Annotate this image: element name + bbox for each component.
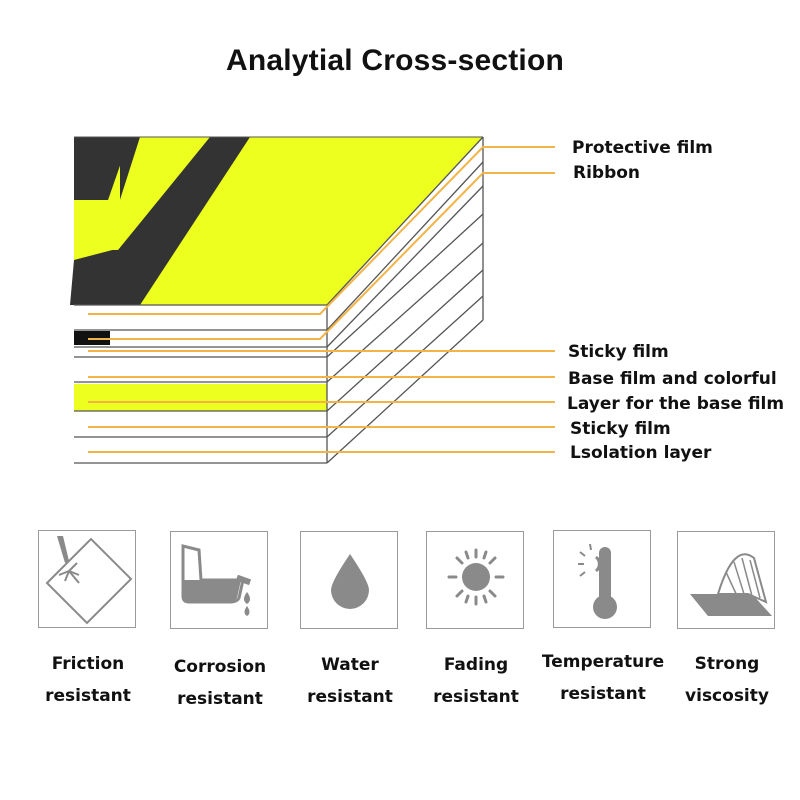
feature-label-line1: Corrosion	[173, 657, 267, 677]
label-base-layer: Layer for the base film	[567, 394, 784, 414]
leader-protective-film	[88, 146, 555, 315]
feature-label-line2: resistant	[45, 686, 131, 706]
page-title: Analytial Cross-section	[225, 44, 565, 77]
leader-lines	[88, 146, 555, 453]
feature-label-line2: resistant	[433, 687, 519, 707]
leader-ribbon	[88, 172, 555, 340]
feature-label-line2: resistant	[560, 684, 646, 704]
label-protective-film: Protective film	[572, 138, 713, 158]
front-face	[74, 304, 327, 464]
scratch-icon	[38, 530, 136, 628]
label-sticky-film-1: Sticky film	[568, 342, 669, 362]
flask-icon	[170, 531, 268, 629]
feature-label-line1: Water	[321, 655, 379, 675]
feature-label-line2: resistant	[307, 687, 393, 707]
peel-icon	[677, 531, 775, 629]
label-isolation-layer: Lsolation layer	[570, 443, 712, 463]
feature-label-line1: Fading	[443, 655, 509, 675]
sun-icon	[426, 531, 524, 629]
feature-label-line2: resistant	[177, 689, 263, 709]
label-sticky-film-2: Sticky film	[570, 419, 671, 439]
feature-label-line1: Temperature	[541, 652, 665, 672]
feature-label-line2: viscosity	[685, 686, 769, 706]
side-face	[326, 136, 484, 464]
water-drop-icon	[300, 531, 398, 629]
thermometer-icon	[553, 530, 651, 628]
cross-section-diagram: Protective film Ribbon Sticky film Base …	[70, 136, 784, 464]
feature-label-line1: Friction	[51, 654, 125, 674]
label-base-film: Base film and colorful	[568, 369, 777, 389]
label-ribbon: Ribbon	[573, 163, 640, 183]
top-face	[70, 136, 483, 305]
feature-label-line1: Strong	[694, 654, 760, 674]
